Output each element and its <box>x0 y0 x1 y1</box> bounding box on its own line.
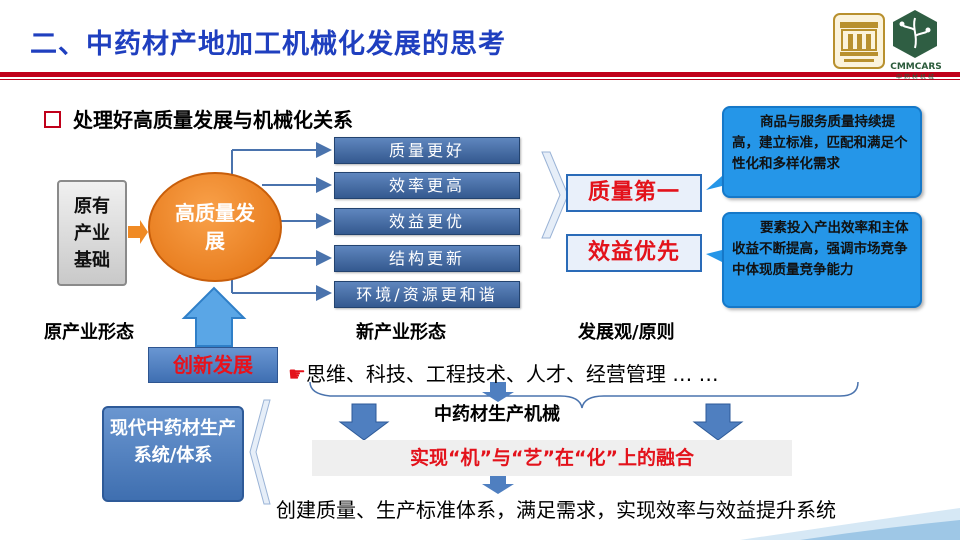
high-quality-circle: 高质量发展 <box>148 172 282 282</box>
chevron-left-icon <box>249 399 271 505</box>
feature-box-quality: 质量更好 <box>334 137 520 164</box>
callout-benefit-text: 要素投入产出效率和主体收益不断提高，强调市场竞争中体现质量竞争能力 <box>732 220 909 278</box>
university-seal-icon <box>833 13 885 69</box>
label-new-form: 新产业形态 <box>356 322 446 343</box>
square-bullet-icon <box>44 111 61 128</box>
original-base-box: 原有产业基础 <box>57 180 127 286</box>
chevron-right-icon <box>541 151 569 239</box>
label-development-view: 发展观/原则 <box>578 322 675 343</box>
callout-quality: 商品与服务质量持续提高，建立标准，匹配和满足个性化和多样化需求 <box>722 106 922 198</box>
fusion-banner: 实现“机”与“艺”在“化”上的融合 <box>312 440 792 476</box>
callout-benefit: 要素投入产出效率和主体收益不断提高，强调市场竞争中体现质量竞争能力 <box>722 212 922 308</box>
down-arrow-right <box>692 403 744 441</box>
callout-quality-text: 商品与服务质量持续提高，建立标准，匹配和满足个性化和多样化需求 <box>732 114 908 172</box>
principle-benefit-priority: 效益优先 <box>566 234 702 272</box>
modern-system-text: 现代中药材生产系统/体系 <box>110 418 236 466</box>
section-heading-text: 处理好高质量发展与机械化关系 <box>73 108 353 132</box>
logo-caption: CMMCARS <box>890 62 942 72</box>
feature-box-benefit: 效益更优 <box>334 208 520 235</box>
innovation-up-arrow <box>181 286 247 347</box>
principle-quality-first: 质量第一 <box>566 174 702 212</box>
feature-box-structure: 结构更新 <box>334 245 520 272</box>
title-rule <box>0 72 960 77</box>
bottom-summary: 创建质量、生产标准体系，满足需求，实现效率与效益提升系统 <box>276 498 836 522</box>
factors-bracket <box>309 381 859 409</box>
callout-tail-2 <box>706 250 722 262</box>
page-title: 二、中药材产地加工机械化发展的思考 <box>30 29 506 60</box>
factors-text: 思维、科技、工程技术、人才、经营管理 … … <box>305 362 719 386</box>
section-heading: 处理好高质量发展与机械化关系 <box>44 104 353 133</box>
cmmcars-logo-icon <box>893 10 937 58</box>
feature-box-efficiency: 效率更高 <box>334 172 520 199</box>
corner-decoration-inner <box>800 520 960 540</box>
title-rule-thin <box>0 79 960 80</box>
machinery-label: 中药材生产机械 <box>434 404 560 425</box>
modern-system-box: 现代中药材生产系统/体系 <box>102 406 244 502</box>
pointing-hand-icon: ☛ <box>288 362 306 386</box>
down-arrow-center-top <box>482 382 514 402</box>
innovation-box: 创新发展 <box>148 347 278 383</box>
factors-line: ☛思维、科技、工程技术、人才、经营管理 … … <box>288 358 719 387</box>
base-to-core-arrow <box>128 220 148 244</box>
down-arrow-left <box>338 403 390 441</box>
down-arrow-center-bottom <box>482 474 514 494</box>
label-original-form: 原产业形态 <box>44 322 134 343</box>
feature-box-environment: 环境/资源更和谐 <box>334 281 520 308</box>
callout-tail-1 <box>706 176 722 190</box>
logo-subcaption: 中药材机械 <box>895 74 936 81</box>
